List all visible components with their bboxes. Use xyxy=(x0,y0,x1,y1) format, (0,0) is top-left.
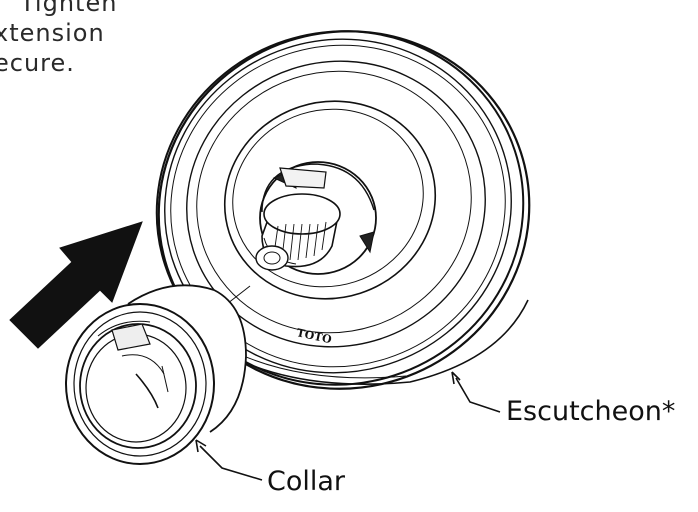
callout-leaders xyxy=(195,371,501,481)
collar-part xyxy=(65,284,247,465)
instruction-line-2: xtension xyxy=(0,19,105,47)
instruction-text: Tighten xtension ecure. xyxy=(0,0,170,78)
instruction-line-1: Tighten xyxy=(20,0,118,17)
collar-label: Collar xyxy=(267,466,346,497)
escutcheon-label: Escutcheon* xyxy=(506,396,676,427)
direction-arrow xyxy=(9,221,143,349)
valve-stem xyxy=(195,161,377,329)
instruction-line-3: ecure. xyxy=(0,49,75,77)
